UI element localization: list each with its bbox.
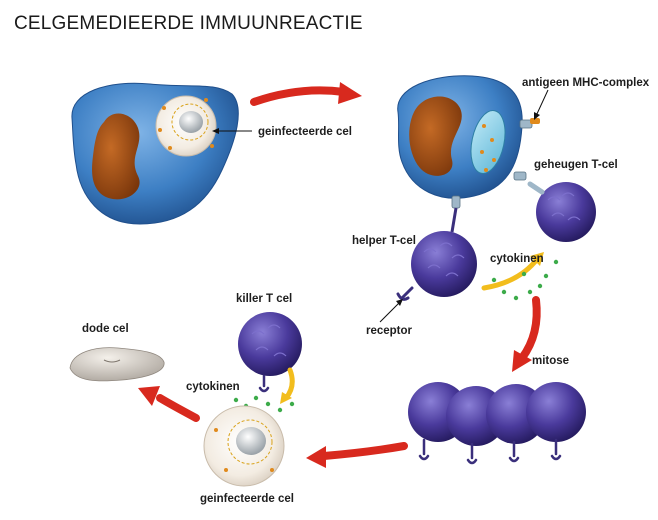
mhc-complex-right xyxy=(513,171,527,181)
arrow-to-infected-cell xyxy=(320,442,408,460)
label-infected-cell-top: geinfecteerde cel xyxy=(258,126,352,138)
arrow-head-top xyxy=(338,82,362,104)
mhc-complex-bottom xyxy=(451,195,461,209)
helper-t-cell xyxy=(379,207,477,323)
label-infected-cell-bottom: geinfecteerde cel xyxy=(200,493,294,505)
arrow-to-dead-cell xyxy=(156,394,200,422)
dead-cell xyxy=(69,347,165,382)
label-antigen-mhc: antigeen MHC-complex xyxy=(522,77,650,89)
presenting-cell-nucleus xyxy=(409,96,462,176)
label-dead-cell: dode cel xyxy=(82,323,129,335)
memory-t-cell xyxy=(527,181,596,242)
label-helper-t-cell: helper T-cel xyxy=(352,235,416,247)
dividing-t-cells xyxy=(408,382,586,465)
killer-t-cell xyxy=(238,312,302,404)
pointer-receptor xyxy=(379,301,401,323)
engulfed-infected-cell xyxy=(155,95,217,157)
label-cytokines-bottom: cytokinen xyxy=(186,381,240,393)
arrow-mitosis xyxy=(518,296,541,362)
infected-cell-bottom xyxy=(203,405,285,487)
macrophage-nucleus xyxy=(92,113,140,200)
arrow-to-presenting-cell xyxy=(250,86,348,106)
label-receptor: receptor xyxy=(366,325,413,337)
antigen-presenting-cell xyxy=(397,75,549,209)
diagram-title: CELGEMEDIEERDE IMMUUNREACTIE xyxy=(14,13,363,34)
virus-nucleus xyxy=(179,111,203,133)
label-cytokines-top: cytokinen xyxy=(490,253,544,265)
label-memory-t-cell: geheugen T-cel xyxy=(534,159,618,171)
cytokines-top xyxy=(481,252,559,301)
receptor-helper xyxy=(396,286,414,301)
antigen-vacuole xyxy=(470,110,506,174)
label-mitosis: mitose xyxy=(532,355,569,367)
macrophage-top-left xyxy=(71,82,252,225)
label-killer-t-cell: killer T cel xyxy=(236,293,292,305)
